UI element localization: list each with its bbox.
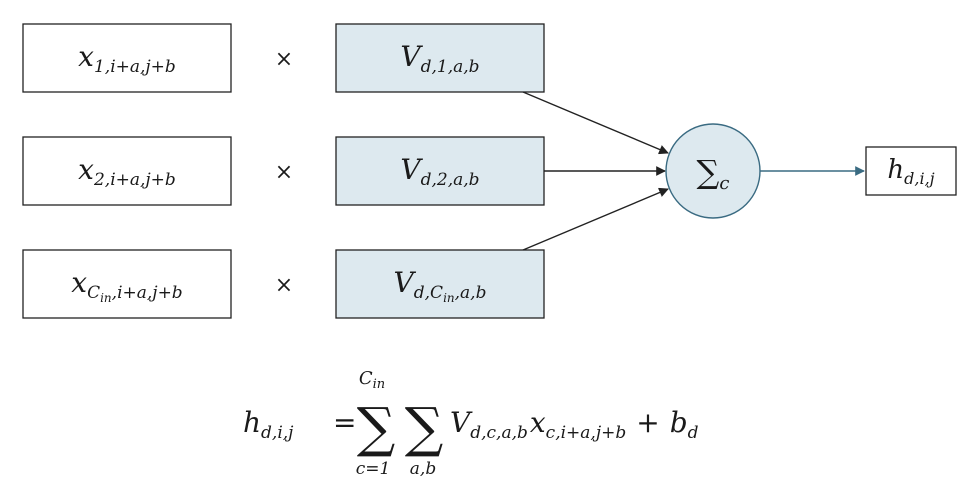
formula-term1-sub: d,c,a,b: [470, 423, 528, 443]
weight-3-sub-sub: in: [443, 291, 455, 305]
weight-3-sub-lead: d,: [414, 283, 430, 303]
input-2-base: x: [78, 153, 94, 186]
sum-node: ∑c: [665, 123, 761, 219]
input-box-3: xCin,i+a,j+b: [22, 249, 232, 319]
weight-1-sub: d,1,a,b: [421, 57, 480, 77]
weight-1-base: V: [400, 40, 423, 73]
multiply-sign-2: ×: [275, 160, 293, 185]
input-3-sub-base: C: [87, 283, 100, 303]
formula-sum1-lower: c=1: [356, 459, 391, 479]
formula-term2-base: x: [530, 406, 546, 439]
svg-text:Cin: Cin: [359, 368, 385, 392]
formula-sum2-symbol: ∑: [405, 396, 444, 459]
edge-weight-3-to-sum: [522, 187, 669, 251]
formula-lhs-sub: d,i,j: [261, 423, 294, 443]
svg-text:x2,i+a,j+b: x2,i+a,j+b: [78, 153, 176, 190]
edge-weight-1-to-sum: [522, 91, 669, 155]
weight-box-3: Vd,Cin,a,b: [335, 249, 545, 319]
svg-text:Vd,Cin,a,b: Vd,Cin,a,b: [394, 266, 487, 305]
weight-2-sub: d,2,a,b: [421, 170, 480, 190]
multiply-sign-3: ×: [275, 273, 293, 298]
input-3-base: x: [71, 266, 87, 299]
input-3-sub-sub: in: [100, 291, 112, 305]
input-box-2: x2,i+a,j+b: [22, 136, 232, 206]
input-1-base: x: [78, 40, 94, 73]
output-base: h: [887, 155, 904, 185]
svg-text:x1,i+a,j+b: x1,i+a,j+b: [78, 40, 176, 77]
formula-term2-sub: c,i+a,j+b: [546, 423, 627, 443]
weight-3-sub-rest: ,a,b: [455, 283, 487, 303]
formula-equals: =: [333, 406, 356, 439]
multiply-sign-1: ×: [275, 47, 293, 72]
formula-sum2-lower: a,b: [410, 459, 436, 479]
svg-text:Vd,1,a,b: Vd,1,a,b: [400, 40, 479, 77]
svg-text:hd,i,j: hd,i,j: [887, 155, 934, 188]
formula-bias-base: b: [670, 406, 688, 439]
input-3-sub-rest: ,i+a,j+b: [112, 283, 183, 303]
input-1-sub: 1,i+a,j+b: [94, 57, 176, 77]
formula-sum1-symbol: ∑: [357, 396, 396, 459]
output-sub: d,i,j: [904, 169, 935, 188]
input-2-sub: 2,i+a,j+b: [93, 170, 176, 190]
svg-text:hd,i,j: hd,i,j: [243, 406, 294, 443]
svg-text:xCin,i+a,j+b: xCin,i+a,j+b: [71, 266, 182, 305]
formula-term1-base: V: [450, 406, 473, 439]
svg-text:∑c: ∑c: [697, 153, 730, 194]
formula-lhs-base: h: [243, 406, 261, 439]
sum-node-sub: c: [719, 173, 729, 194]
svg-text:Vd,2,a,b: Vd,2,a,b: [400, 153, 479, 190]
weight-2-base: V: [400, 153, 423, 186]
weight-3-sub-base: C: [430, 283, 443, 303]
input-box-1: x1,i+a,j+b: [22, 23, 232, 93]
weight-box-1: Vd,1,a,b: [335, 23, 545, 93]
weight-3-base: V: [394, 266, 417, 299]
svg-text:Vd,c,a,bxc,i+a,j+b+bd: Vd,c,a,bxc,i+a,j+b + bd: [450, 406, 699, 443]
formula: hd,i,j = ∑ Cin c=1 ∑ a,b Vd,c,a,bxc,i+a,…: [243, 368, 699, 479]
formula-sum1-upper-sub: in: [373, 377, 386, 392]
formula-bias-sub: d: [688, 423, 699, 443]
formula-sum1-upper-base: C: [359, 368, 373, 389]
formula-plus: +: [636, 406, 659, 439]
weight-box-2: Vd,2,a,b: [335, 136, 545, 206]
output-box: hd,i,j: [865, 146, 957, 196]
sum-node-symbol: ∑: [697, 153, 720, 191]
